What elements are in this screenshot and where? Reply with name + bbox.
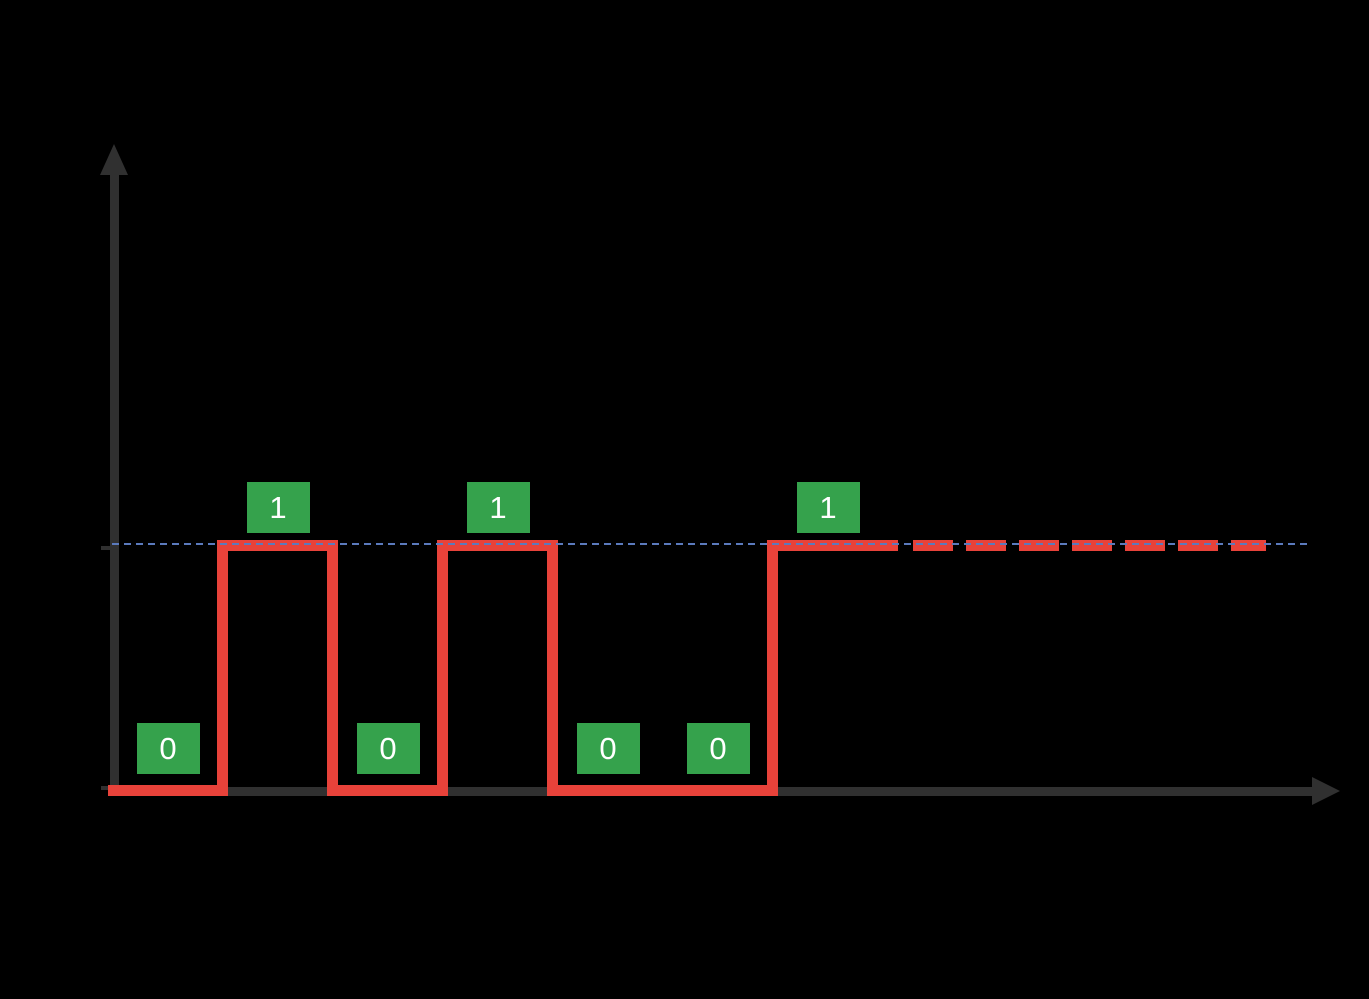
y-axis-tick-high-level: [101, 546, 111, 550]
signal-continuation-solid: [878, 539, 898, 551]
bit-label-box-0: 0: [136, 723, 200, 774]
bit-label-box-3: 1: [466, 482, 530, 533]
signal-segment-bit-5: [658, 784, 778, 796]
signal-segment-bit-3: [438, 539, 558, 551]
signal-segment-bit-2: [328, 784, 448, 796]
bit-label-box-6: 1: [796, 482, 860, 533]
bit-label-box-1: 1: [246, 482, 310, 533]
y-axis-tick-origin: [101, 786, 111, 790]
signal-edge-4: [547, 539, 558, 796]
signal-segment-bit-1: [218, 539, 338, 551]
signal-segment-bit-0: [108, 784, 228, 796]
signal-edge-2: [327, 539, 338, 796]
high-level-threshold-line: [112, 543, 1312, 545]
y-axis-arrow-icon: [100, 144, 128, 175]
signal-segment-bit-4: [548, 784, 668, 796]
bit-label-box-2: 0: [356, 723, 420, 774]
y-axis: [110, 170, 119, 791]
bit-label-box-5: 0: [686, 723, 750, 774]
bit-label-box-4: 0: [576, 723, 640, 774]
signal-edge-1: [217, 539, 228, 796]
signal-continuation-dashed: [913, 539, 1266, 551]
x-axis-arrow-icon: [1312, 777, 1340, 805]
signal-edge-3: [437, 539, 448, 796]
signal-edge-6: [767, 539, 778, 796]
signal-segment-bit-6: [768, 539, 888, 551]
